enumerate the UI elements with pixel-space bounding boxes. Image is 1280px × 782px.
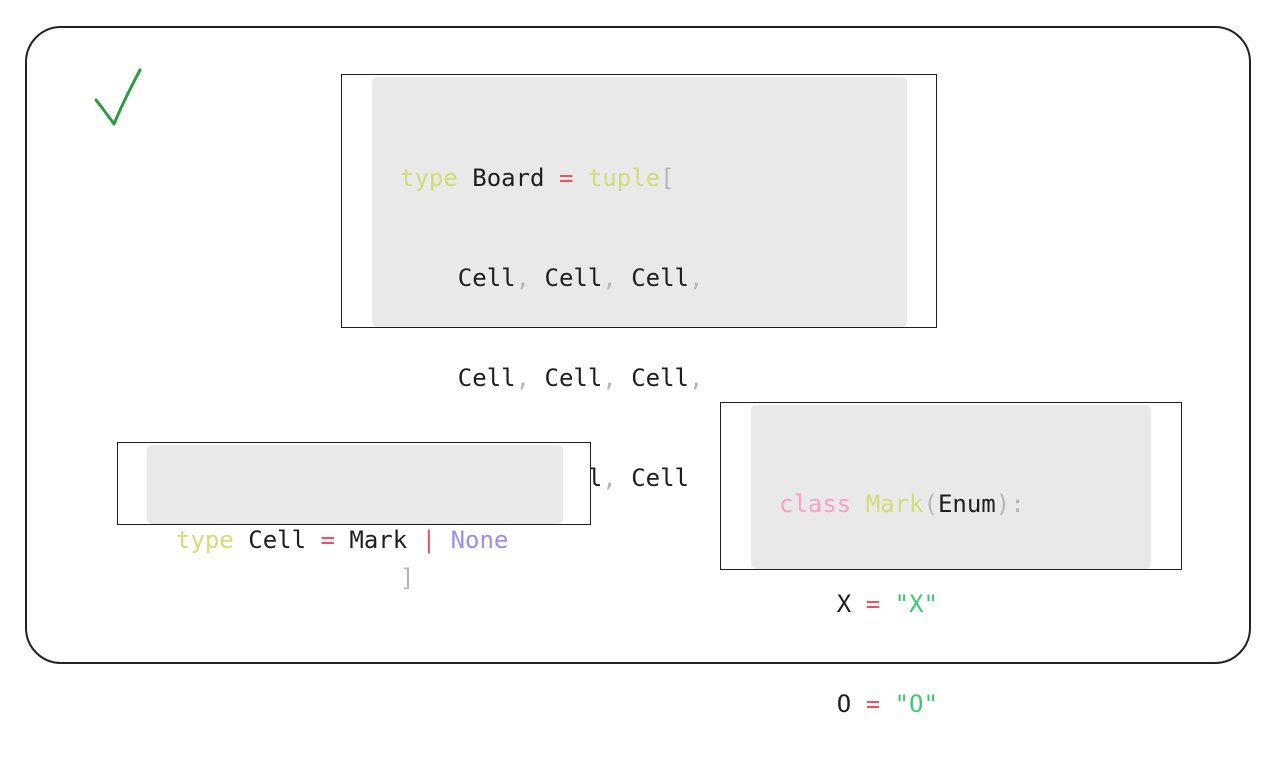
identifier: Cell bbox=[457, 364, 516, 392]
canvas-frame bbox=[25, 26, 1251, 664]
punctuation: , bbox=[515, 264, 531, 292]
identifier: Cell bbox=[631, 364, 689, 392]
punctuation: ( bbox=[923, 490, 938, 518]
punctuation: [ bbox=[660, 164, 675, 192]
string-literal: "X" bbox=[894, 590, 938, 618]
keyword: type bbox=[400, 164, 458, 192]
indent bbox=[779, 690, 837, 718]
none-literal: None bbox=[450, 526, 509, 554]
punctuation: ): bbox=[995, 490, 1025, 518]
punctuation: , bbox=[515, 364, 531, 392]
code-line: type Board = tuple[ bbox=[400, 156, 907, 200]
operator: = bbox=[558, 164, 574, 192]
code-line: Cell, Cell, Cell, bbox=[400, 256, 907, 300]
operator: = bbox=[865, 690, 881, 718]
code-line: O = "O" bbox=[779, 682, 1151, 726]
keyword: type bbox=[176, 526, 234, 554]
code-line: Cell, Cell, Cell, bbox=[400, 356, 907, 400]
punctuation: , bbox=[602, 264, 617, 292]
checkmark-icon bbox=[94, 68, 142, 126]
code-line: ] bbox=[400, 556, 907, 600]
code-line: type Cell = Mark | None bbox=[176, 518, 563, 562]
operator: = bbox=[320, 526, 335, 554]
keyword: class bbox=[779, 490, 852, 518]
identifier: Cell bbox=[631, 264, 689, 292]
string-literal: "O" bbox=[894, 690, 938, 718]
identifier: O bbox=[836, 690, 852, 718]
punctuation: , bbox=[689, 364, 704, 392]
punctuation: ] bbox=[400, 564, 415, 592]
mark-code-block: class Mark(Enum): X = "X" O = "O" bbox=[751, 405, 1151, 718]
code-line: X = "X" bbox=[779, 582, 1151, 626]
board-code-block: type Board = tuple[ Cell, Cell, Cell, Ce… bbox=[372, 77, 907, 592]
punctuation: , bbox=[689, 264, 704, 292]
identifier: X bbox=[836, 590, 852, 618]
operator: | bbox=[421, 526, 437, 554]
cell-type-card: type Cell = Mark | None bbox=[117, 442, 591, 554]
identifier: Cell bbox=[544, 264, 603, 292]
keyword: tuple bbox=[587, 164, 661, 192]
type-name: Board bbox=[472, 164, 545, 192]
indent bbox=[400, 264, 458, 292]
cell-code-block: type Cell = Mark | None bbox=[147, 445, 563, 554]
identifier: Mark bbox=[349, 526, 408, 554]
punctuation: , bbox=[602, 364, 617, 392]
code-line: class Mark(Enum): bbox=[779, 482, 1151, 526]
class-name: Mark bbox=[865, 490, 924, 518]
punctuation: , bbox=[602, 464, 617, 492]
operator: = bbox=[865, 590, 881, 618]
type-name: Cell bbox=[248, 526, 307, 554]
identifier: Cell bbox=[457, 264, 516, 292]
identifier: Cell bbox=[544, 364, 603, 392]
indent bbox=[400, 364, 458, 392]
identifier: Cell bbox=[631, 464, 689, 492]
indent bbox=[779, 590, 837, 618]
board-type-card: type Board = tuple[ Cell, Cell, Cell, Ce… bbox=[341, 74, 937, 592]
mark-enum-card: class Mark(Enum): X = "X" O = "O" bbox=[720, 402, 1182, 718]
identifier: Enum bbox=[937, 490, 996, 518]
